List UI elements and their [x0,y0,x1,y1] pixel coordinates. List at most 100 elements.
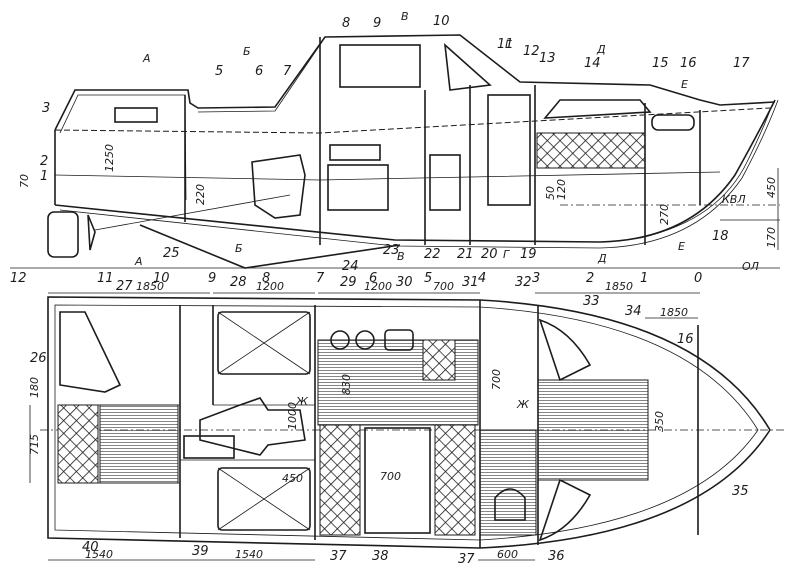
station-number: 4 [478,271,486,286]
engine-plan [199,397,306,456]
outboard-rudder [47,211,79,258]
mesh-right [434,424,476,536]
dimension-label: 1540 [85,548,113,561]
section-mark: Б [243,45,251,58]
aft-window [114,107,158,123]
callout-label: 40 [82,540,99,555]
battery [183,435,235,459]
callout-label: 2 [40,154,48,169]
callout-label: 1 [40,169,48,184]
dimension-label: 350 [653,411,666,432]
station-number: 1 [640,271,648,286]
callout-label: 14 [584,56,601,71]
callout-label: 31 [462,275,479,290]
callout-label: 16 [680,56,697,71]
hatch-lower [217,467,311,531]
stove-burner [330,330,350,350]
section-mark: Г [505,38,512,51]
dimension-label: 700 [380,470,401,483]
stove-burner [355,330,375,350]
callout-label: 26 [30,351,47,366]
v-berth-lower [538,478,592,542]
dimension-label: 170 [765,227,778,248]
callout-label: 7 [283,64,292,79]
hull-bottom-inner [59,99,779,249]
callout-label: 34 [625,304,642,319]
aft-cabin-roof [54,34,776,131]
dimension-label: 1850 [136,280,164,293]
dimension-label: 1250 [103,144,116,172]
dimension-label: 1200 [256,280,284,293]
callout-label: 9 [373,16,381,31]
door [487,94,531,206]
callout-label: 28 [230,275,247,290]
mesh-small [422,339,456,381]
fore-grating [537,379,649,481]
aft-mesh [57,404,99,484]
plan-bulkheads [179,300,699,548]
dimension-label: 50 [544,186,557,200]
stem-inner [639,104,773,239]
section-mark: Е [681,78,688,91]
callout-label: 12 [523,44,540,59]
callout-label: 18 [712,229,729,244]
callout-label: 33 [583,294,600,309]
callout-label: 32 [515,275,532,290]
section-mark: Б [235,242,243,255]
wheelhouse-window [339,44,421,88]
callout-label: 13 [539,51,556,66]
galley-shelf [329,144,381,161]
saloon-grating [317,339,479,426]
dimension-label: 120 [555,179,568,200]
dimension-label: 450 [282,472,303,485]
section-mark: Д [596,43,606,56]
aft-grating [99,404,179,484]
mesh-berth [536,132,646,169]
section-mark: Ж [516,398,530,411]
aft-bunk-cushion [59,311,122,393]
station-number: 0 [694,271,702,286]
callout-label: 19 [520,247,537,262]
dimension-label: 70 [18,174,31,188]
callout-label: 6 [255,64,263,79]
dimension-label: 180 [28,377,41,398]
galley-cabinet [327,164,389,211]
dimension-label: 1200 [364,280,392,293]
section-mark: Д [597,252,607,265]
callout-label: 15 [652,56,669,71]
dimension-label: 220 [194,184,207,205]
hatch-upper [217,311,311,375]
section-mark: Е [678,240,685,253]
section-mark: Ж [295,395,309,408]
station-number: 12 [10,271,27,286]
mesh-left [319,424,361,536]
callout-label: 30 [396,275,413,290]
callout-label: 25 [163,246,180,261]
callout-label: 36 [548,549,565,564]
baseline-label: ОЛ [742,260,759,273]
section-mark: В [397,250,405,263]
callout-label: 11 [497,37,514,52]
dimension-label: 700 [490,369,503,390]
station-number: 5 [424,271,432,286]
station-number: 8 [262,271,270,286]
dimension-label: 830 [340,374,353,395]
callout-label: 21 [457,247,474,262]
dimension-label: 600 [497,548,518,561]
station-number: 2 [586,271,594,286]
dimension-label: 1000 [286,402,299,430]
callout-label: 24 [342,259,359,274]
hull-bottom [54,99,776,243]
dimension-label: 1850 [605,280,633,293]
callout-label: 8 [342,16,350,31]
dimension-label: 1850 [660,306,688,319]
callout-label: 17 [733,56,750,71]
hull-outline [47,296,771,549]
station-number: 9 [208,271,216,286]
windshield [443,43,492,91]
bulkheads [184,37,701,245]
callout-label: 27 [116,279,133,294]
